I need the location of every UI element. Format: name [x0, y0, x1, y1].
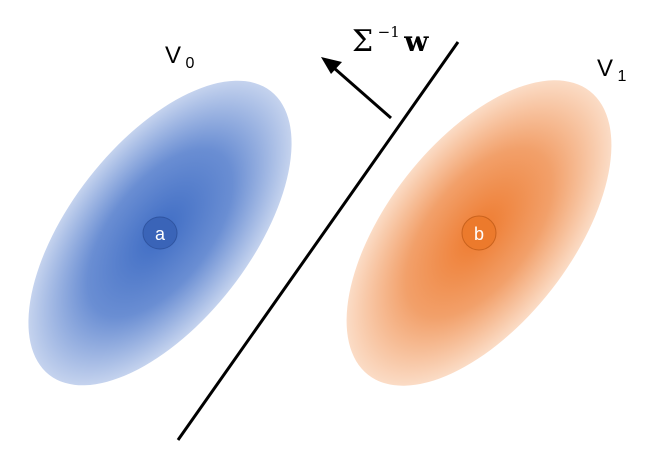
- class-0-mean-marker: [142, 216, 178, 250]
- region-label-v1-main: V: [597, 55, 613, 82]
- direction-arrow: [321, 57, 392, 120]
- region-label-v0: V 0: [165, 42, 194, 72]
- region-label-v1-subscript: 1: [617, 68, 626, 85]
- region-label-v0-main: V: [165, 42, 181, 69]
- class-0-distribution: a: [28, 80, 292, 386]
- region-label-v0-subscript: 0: [185, 55, 194, 72]
- class-1-mean-marker: [461, 215, 497, 251]
- decision-boundary-line: [176, 41, 460, 441]
- class-1-distribution: b: [346, 80, 612, 386]
- sigma-symbol: Σ: [352, 24, 373, 59]
- class-1-mean-label: b: [474, 224, 484, 244]
- direction-arrow-head: [321, 57, 342, 74]
- vector-w: w: [403, 25, 429, 58]
- class-0-mean-label: a: [155, 224, 166, 244]
- direction-arrow-shaft: [333, 66, 392, 120]
- vector-label: Σ −1 w: [352, 23, 429, 59]
- sigma-exponent: −1: [378, 23, 400, 41]
- region-label-v1: V 1: [597, 55, 626, 85]
